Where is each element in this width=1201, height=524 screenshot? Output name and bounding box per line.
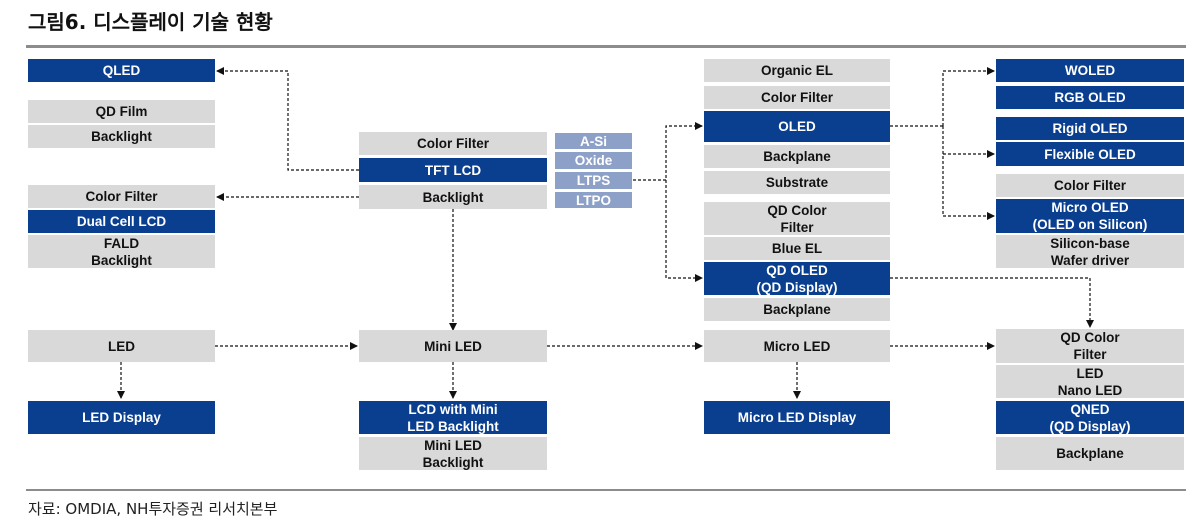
micro-led-display-box: Micro LED Display <box>704 401 890 434</box>
qd-color-filter-right-box: QD Color Filter <box>996 329 1184 363</box>
lcd-mini-led-backlight-box: LCD with Mini LED Backlight <box>359 401 547 434</box>
tft-lcd-box: TFT LCD <box>359 158 547 182</box>
arrow-qdoled-to-qdcolorfilter <box>890 277 1094 328</box>
tft-ltps-box: LTPS <box>554 171 633 190</box>
blue-el-box: Blue EL <box>704 237 890 260</box>
arrow-oled-to-microoled <box>942 126 995 220</box>
arrow-tft-to-qled <box>216 67 359 171</box>
tft-ltpo-box: LTPO <box>554 191 633 209</box>
qned-box: QNED (QD Display) <box>996 401 1184 434</box>
bottom-rule <box>26 489 1186 491</box>
color-filter-oled-box: Color Filter <box>704 86 890 109</box>
led-nano-led-box: LED Nano LED <box>996 365 1184 398</box>
color-filter-lcd-box: Color Filter <box>359 132 547 155</box>
fald-backlight-box: FALD Backlight <box>28 235 215 268</box>
led-display-box: LED Display <box>28 401 215 434</box>
source-note: 자료: OMDIA, NH투자증권 리서치본부 <box>28 500 278 518</box>
backlight-left-box: Backlight <box>28 125 215 148</box>
qd-color-filter-box: QD Color Filter <box>704 202 890 235</box>
dual-cell-lcd-box: Dual Cell LCD <box>28 210 215 233</box>
color-filter-left-box: Color Filter <box>28 185 215 208</box>
tft-a-si-box: A-Si <box>554 132 633 150</box>
backplane-oled-box: Backplane <box>704 145 890 168</box>
page-title: 그림6. 디스플레이 기술 현황 <box>28 10 273 34</box>
organic-el-box: Organic EL <box>704 59 890 82</box>
qd-film-box: QD Film <box>28 100 215 123</box>
backplane-qdoled-box: Backplane <box>704 298 890 321</box>
arrow-oled-to-woled <box>942 67 995 126</box>
color-filter-micro-box: Color Filter <box>996 174 1184 197</box>
micro-oled-box: Micro OLED (OLED on Silicon) <box>996 199 1184 233</box>
top-rule <box>26 45 1186 48</box>
micro-led-box: Micro LED <box>704 330 890 362</box>
tft-oxide-box: Oxide <box>554 151 633 170</box>
qled-box: QLED <box>28 59 215 82</box>
rgb-oled-box: RGB OLED <box>996 86 1184 109</box>
rigid-oled-box: Rigid OLED <box>996 117 1184 140</box>
substrate-box: Substrate <box>704 171 890 194</box>
backplane-qned-box: Backplane <box>996 437 1184 470</box>
mini-led-box: Mini LED <box>359 330 547 362</box>
silicon-wafer-driver-box: Silicon-base Wafer driver <box>996 235 1184 268</box>
mini-led-backlight-box: Mini LED Backlight <box>359 437 547 470</box>
arrow-ltps-to-oled <box>633 122 703 181</box>
woled-box: WOLED <box>996 59 1184 82</box>
led-box: LED <box>28 330 215 362</box>
backlight-lcd-box: Backlight <box>359 185 547 209</box>
flexible-oled-box: Flexible OLED <box>996 142 1184 166</box>
oled-box: OLED <box>704 111 890 142</box>
qd-oled-box: QD OLED (QD Display) <box>704 262 890 295</box>
arrow-ltps-to-qdoled <box>665 180 703 282</box>
